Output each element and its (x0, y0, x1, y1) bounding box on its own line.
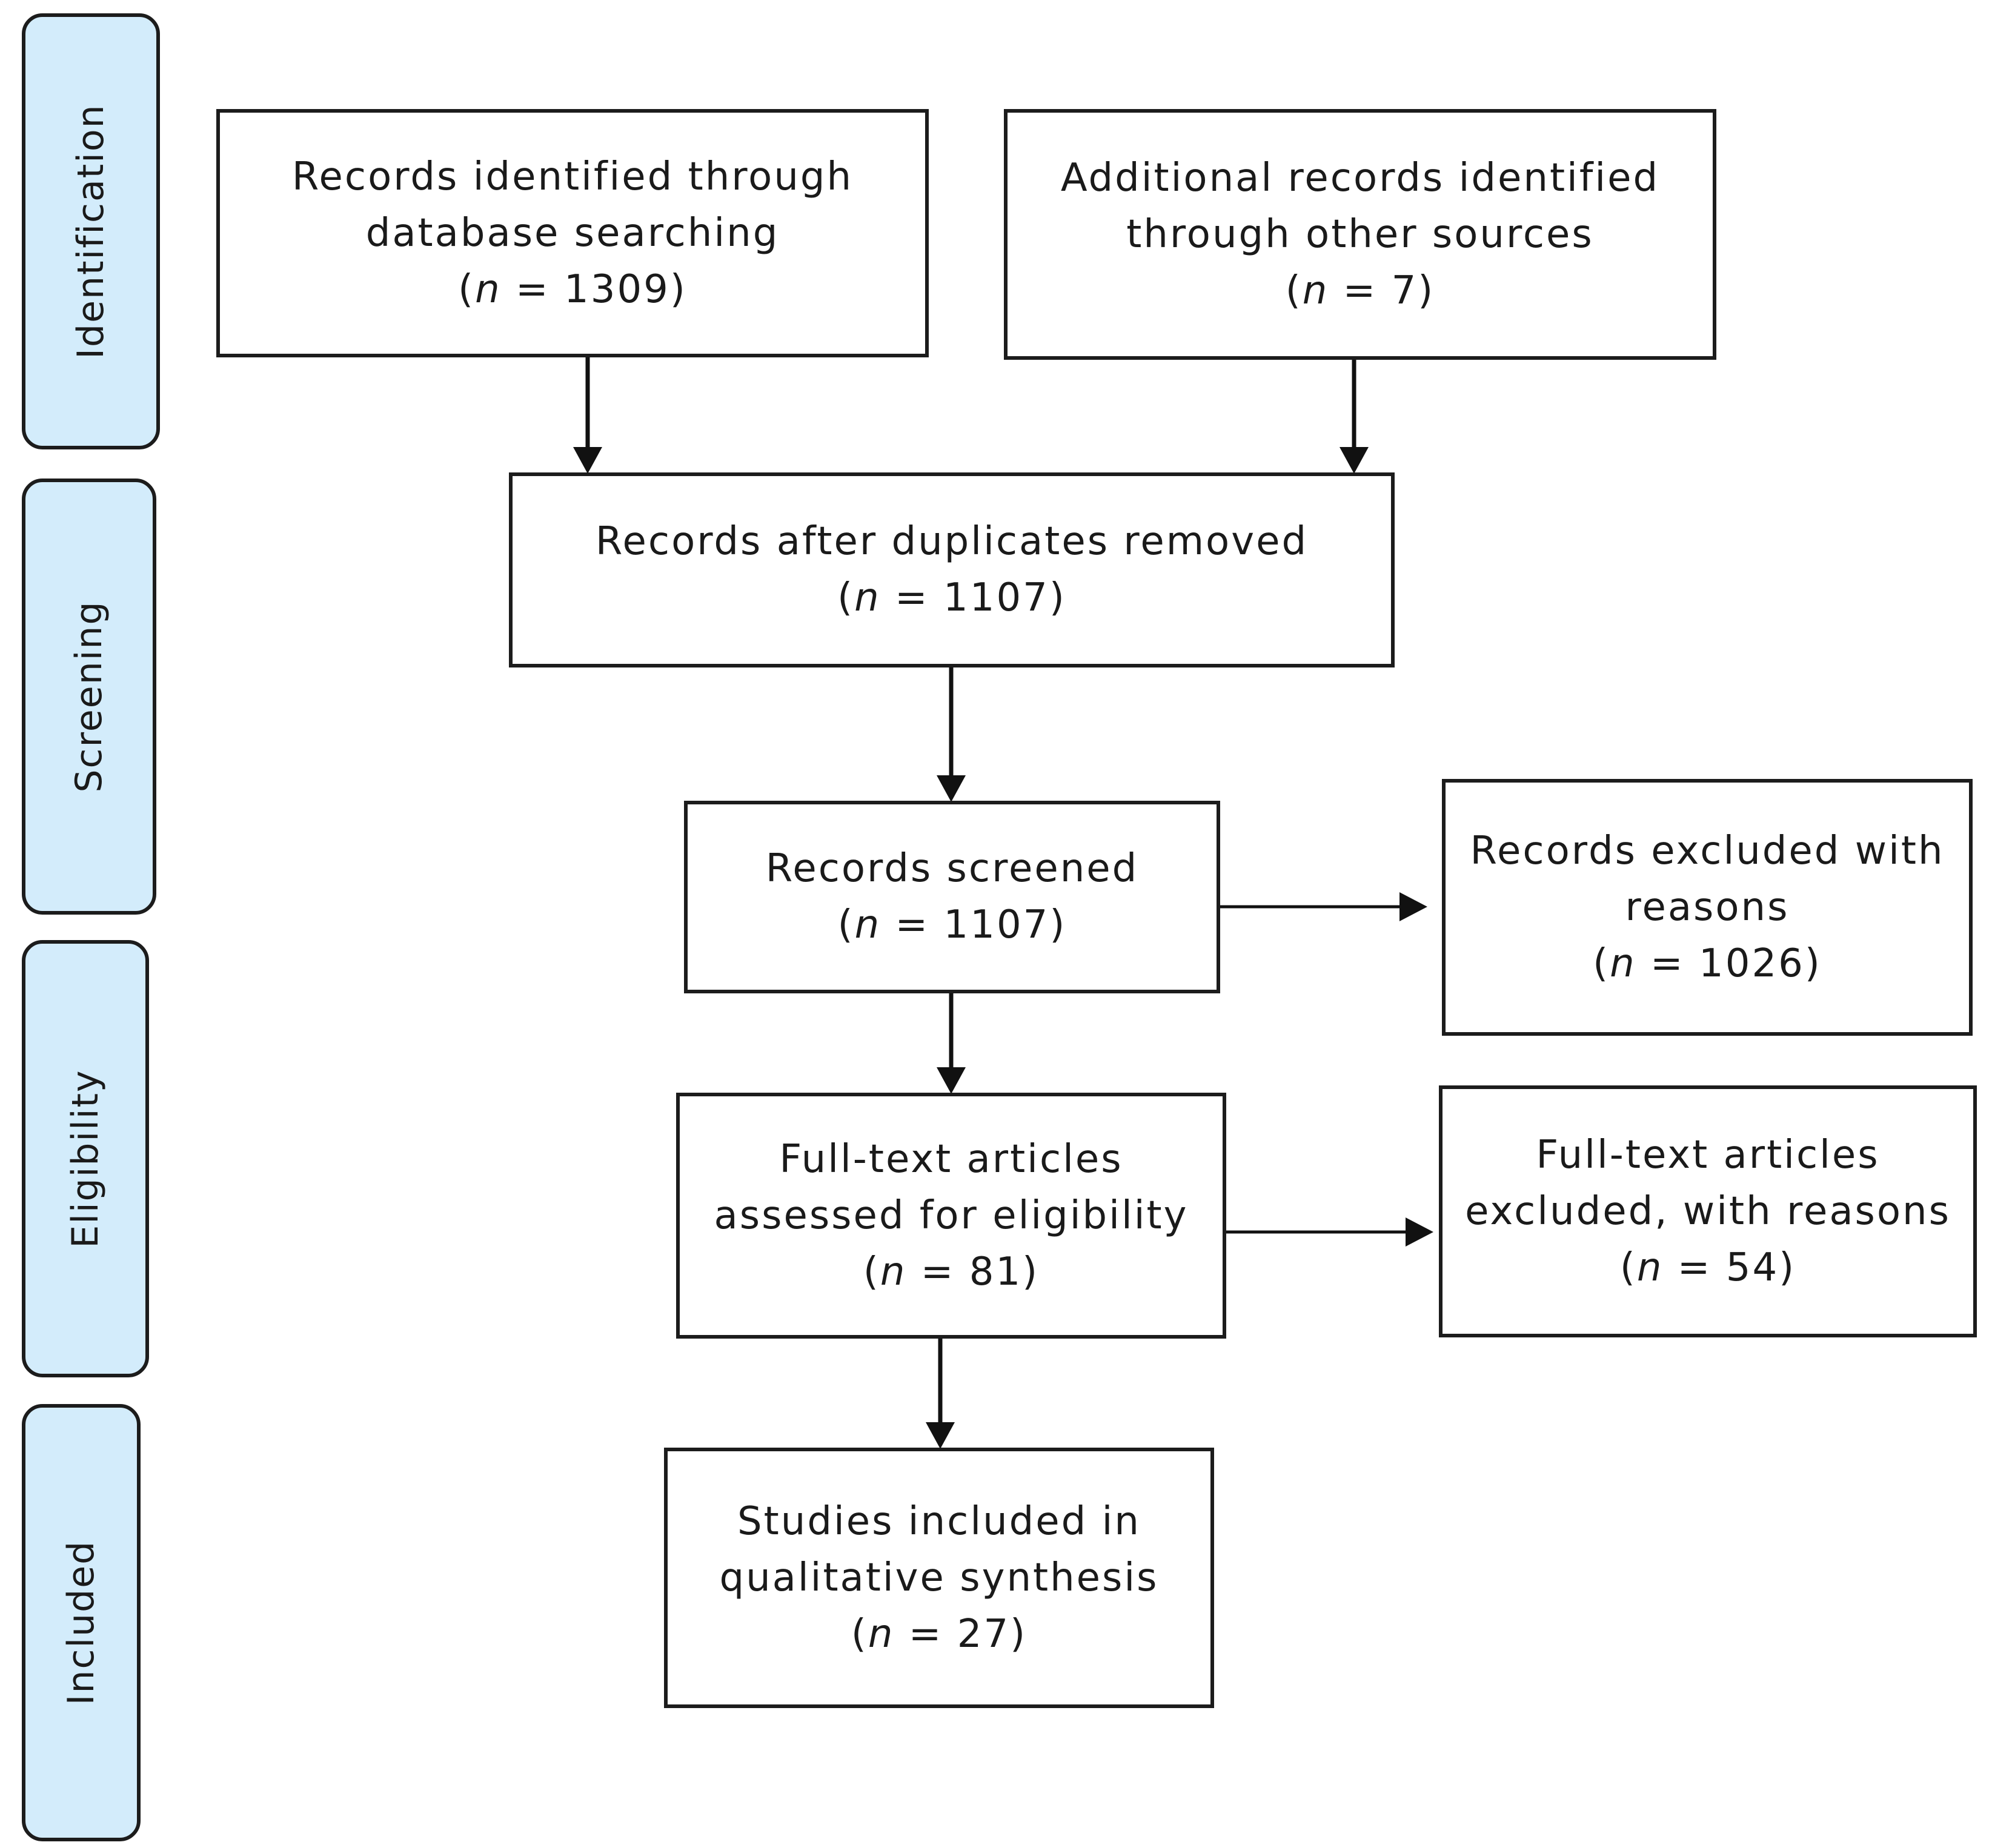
box-records-screened: Records screened (n = 1107) (684, 801, 1220, 993)
phase-screening: Screening (22, 479, 156, 915)
arrowhead (1340, 447, 1369, 474)
box-duplicates-removed: Records after duplicates removed (n = 11… (509, 472, 1395, 667)
box-records-excluded-text: Records excluded with reasons (n = 1026) (1470, 823, 1944, 992)
count-open: ( (1285, 268, 1303, 313)
n-variable: n (475, 267, 502, 312)
box-full-text-excluded-text: Full-text articles excluded, with reason… (1465, 1127, 1951, 1296)
n-variable: n (854, 902, 881, 947)
count-value: = 1107) (880, 575, 1066, 620)
box-records-excluded: Records excluded with reasons (n = 1026) (1442, 779, 1973, 1036)
box-count: (n = 1026) (1470, 936, 1944, 992)
count-open: ( (458, 267, 476, 312)
box-full-text-excluded: Full-text articles excluded, with reason… (1439, 1085, 1977, 1337)
n-variable: n (854, 575, 881, 620)
n-variable: n (868, 1611, 895, 1657)
box-duplicates-removed-text: Records after duplicates removed (n = 11… (596, 514, 1308, 626)
box-line: Records excluded with (1470, 828, 1945, 873)
arrowhead (937, 775, 966, 802)
box-line: reasons (1625, 884, 1790, 930)
box-database-search: Records identified through database sear… (216, 109, 929, 357)
box-line: qualitative synthesis (719, 1555, 1159, 1600)
count-value: = 1309) (501, 267, 687, 312)
box-line: Full-text articles (779, 1136, 1123, 1182)
box-line: Full-text articles (1536, 1132, 1880, 1177)
phase-eligibility: Eligibility (22, 940, 149, 1377)
count-open: ( (837, 902, 855, 947)
box-count: (n = 81) (714, 1244, 1189, 1300)
count-value: = 54) (1663, 1245, 1796, 1290)
count-value: = 1026) (1636, 941, 1822, 986)
box-count: (n = 27) (719, 1606, 1158, 1663)
box-count: (n = 1309) (292, 262, 853, 318)
box-line: excluded, with reasons (1465, 1188, 1951, 1234)
count-value: = 7) (1329, 268, 1435, 313)
phase-identification: Identification (22, 13, 160, 449)
arrowhead (937, 1067, 966, 1094)
count-value: = 1107) (881, 902, 1067, 947)
box-database-search-text: Records identified through database sear… (292, 149, 853, 318)
box-line: Records identified through (291, 154, 854, 199)
box-records-screened-text: Records screened (n = 1107) (766, 841, 1139, 953)
box-count: (n = 1107) (596, 570, 1308, 626)
arrowhead (926, 1422, 955, 1449)
arrowhead (1399, 892, 1427, 921)
count-open: ( (851, 1611, 868, 1657)
n-variable: n (1636, 1245, 1664, 1290)
box-other-sources-text: Additional records identified through ot… (1061, 150, 1659, 319)
phase-included: Included (22, 1404, 141, 1841)
box-line: through other sources (1126, 211, 1594, 257)
count-open: ( (1593, 941, 1610, 986)
count-open: ( (1619, 1245, 1637, 1290)
box-count: (n = 54) (1465, 1240, 1951, 1296)
count-open: ( (837, 575, 855, 620)
count-open: ( (863, 1249, 880, 1294)
box-studies-included-text: Studies included in qualitative synthesi… (719, 1494, 1158, 1663)
box-line: assessed for eligibility (714, 1193, 1189, 1238)
n-variable: n (1302, 268, 1329, 313)
n-variable: n (880, 1249, 907, 1294)
box-studies-included: Studies included in qualitative synthesi… (664, 1448, 1214, 1708)
count-value: = 27) (894, 1611, 1028, 1657)
box-line: Additional records identified (1060, 155, 1660, 200)
n-variable: n (1610, 941, 1636, 986)
box-count: (n = 7) (1061, 263, 1659, 319)
box-line: database searching (365, 210, 780, 256)
box-count: (n = 1107) (766, 897, 1139, 953)
arrowhead (573, 447, 602, 474)
arrowhead (1406, 1217, 1433, 1247)
box-other-sources: Additional records identified through ot… (1004, 109, 1716, 360)
box-full-text-assessed: Full-text articles assessed for eligibil… (676, 1093, 1226, 1339)
box-full-text-assessed-text: Full-text articles assessed for eligibil… (714, 1131, 1189, 1300)
box-line: Records screened (765, 846, 1139, 891)
box-line: Studies included in (737, 1499, 1141, 1544)
count-value: = 81) (906, 1249, 1040, 1294)
box-line: Records after duplicates removed (595, 519, 1309, 564)
